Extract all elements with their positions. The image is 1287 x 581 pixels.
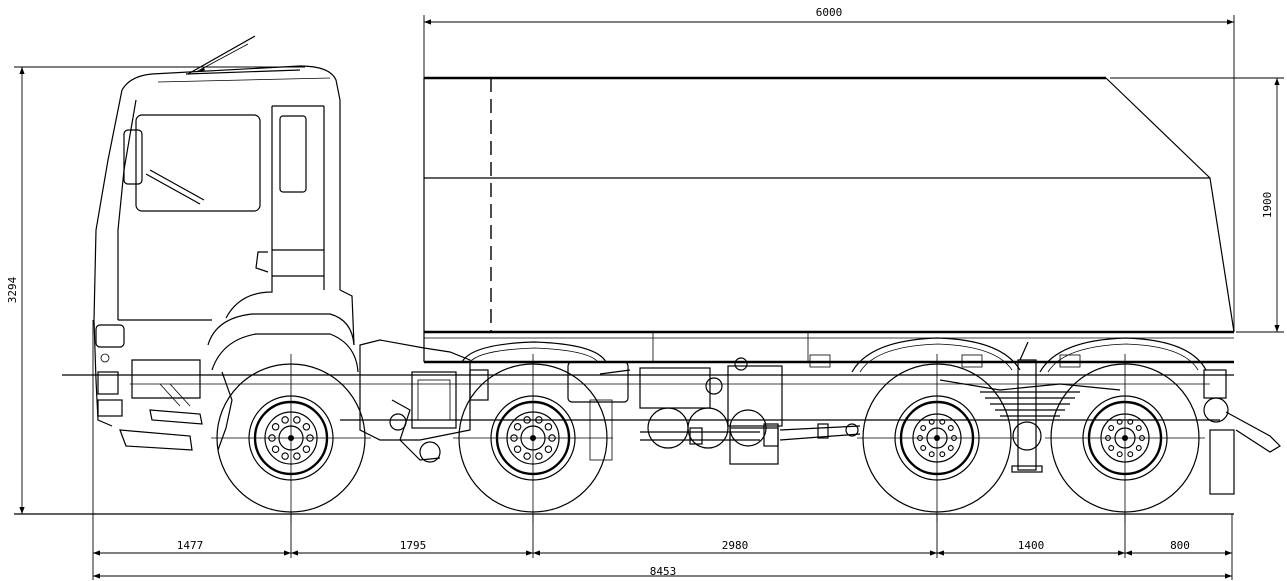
lug-nut	[947, 445, 954, 451]
lug-nut	[1116, 451, 1123, 458]
lug-nut	[523, 452, 531, 460]
dim-front-overhang: 1477	[177, 539, 204, 552]
lug-nut	[1116, 418, 1123, 425]
dim-wheelbase-3-4: 1400	[1018, 539, 1045, 552]
wheel-front-2	[453, 354, 613, 522]
lug-nut	[920, 445, 927, 451]
dim-wheelbase-1-2: 1795	[400, 539, 427, 552]
lug-nut	[281, 452, 289, 460]
lug-nut	[939, 418, 946, 425]
wheel-rear-1	[857, 354, 1017, 522]
lug-nut	[928, 418, 935, 425]
lug-nut	[510, 434, 518, 442]
lug-nut	[293, 452, 301, 460]
lug-nut	[302, 423, 311, 431]
wheel-rear-2	[1045, 354, 1205, 522]
lug-nut	[268, 434, 276, 442]
lug-nut	[1139, 435, 1145, 441]
dim-wheelbase-2-3: 2980	[722, 539, 749, 552]
cab	[93, 35, 359, 451]
lug-nut	[271, 445, 280, 453]
dim-body-height: 1900	[1261, 192, 1274, 219]
lug-nut	[281, 416, 289, 424]
dimension-lines	[14, 15, 1284, 580]
wheel-lug-nuts	[268, 416, 1145, 460]
lug-nut	[1135, 425, 1142, 431]
chassis-frame	[62, 374, 1234, 421]
lug-nut	[293, 416, 301, 424]
lug-nut	[548, 434, 556, 442]
cargo-body	[423, 76, 1235, 368]
lug-nut	[1105, 435, 1111, 441]
lug-nut	[928, 451, 935, 458]
wheel-front-1	[211, 354, 371, 522]
lug-nut	[939, 451, 946, 458]
lug-nut	[513, 445, 522, 453]
lug-nut	[920, 425, 927, 431]
lug-nut	[1127, 418, 1134, 425]
lug-nut	[1108, 425, 1115, 431]
lug-nut	[306, 434, 314, 442]
lug-nut	[1108, 445, 1115, 451]
lug-nut	[535, 452, 543, 460]
lug-nut	[271, 423, 280, 431]
lug-nut	[544, 445, 553, 453]
fenders	[461, 337, 1207, 373]
dim-rear-overhang: 800	[1170, 539, 1190, 552]
lug-nut	[513, 423, 522, 431]
dim-overall-height: 3294	[6, 276, 19, 303]
lug-nut	[544, 423, 553, 431]
wheels	[211, 354, 1205, 522]
lug-nut	[523, 416, 531, 424]
lug-nut	[1127, 451, 1134, 458]
rear-suspension	[599, 341, 1281, 495]
lug-nut	[535, 416, 543, 424]
drivetrain	[359, 339, 861, 465]
dim-overall-length: 8453	[650, 565, 677, 578]
lug-nut	[302, 445, 311, 453]
lug-nut	[917, 435, 923, 441]
lug-nut	[947, 425, 954, 431]
lug-nut	[951, 435, 957, 441]
dim-body-length: 6000	[816, 6, 843, 19]
lug-nut	[1135, 445, 1142, 451]
